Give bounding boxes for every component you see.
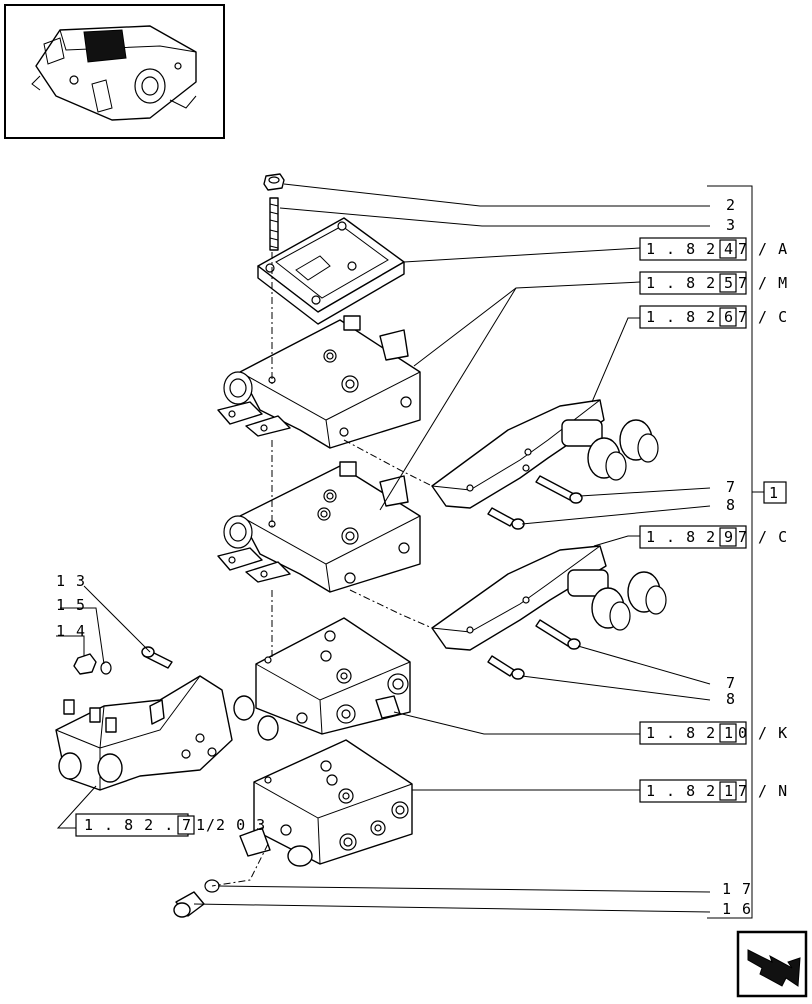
reference-1-82-67-C[interactable]: 1 . 8 2 6 7 / C (639, 305, 788, 329)
callout-labels: 2 3 7 8 7 8 1 3 1 5 1 4 1 7 1 6 (56, 196, 752, 918)
reference-boxed-digit (719, 723, 737, 743)
svg-text:0 / K: 0 / K (738, 724, 788, 742)
part-control-valve-block (55, 675, 233, 791)
callout-2: 2 (726, 196, 736, 214)
svg-text:1 . 8 2: 1 . 8 2 (646, 308, 716, 326)
svg-text:5: 5 (724, 274, 734, 292)
callout-13: 1 3 (56, 572, 86, 590)
part-valve-section-bottom (239, 739, 413, 867)
callout-7-upper: 7 (726, 478, 736, 496)
reference-1-82-71-203[interactable]: 1 . 8 2 . 7 1/2 0 3 (75, 813, 266, 837)
svg-text:7 / C: 7 / C (738, 308, 788, 326)
part-plug-14 (73, 653, 112, 675)
svg-text:1 . 8 2: 1 . 8 2 (646, 724, 716, 742)
reference-boxed-digit (719, 527, 737, 547)
assembly-number: 1 (769, 484, 779, 502)
assembly-bracket: 1 (707, 185, 787, 919)
reference-boxed-digit (719, 307, 737, 327)
svg-text:7 / A: 7 / A (738, 240, 788, 258)
callout-17: 1 7 (722, 880, 752, 898)
svg-text:4: 4 (724, 240, 734, 258)
callout-8-upper: 8 (726, 496, 736, 514)
svg-text:9: 9 (724, 528, 734, 546)
svg-text:1 . 8 2: 1 . 8 2 (646, 274, 716, 292)
next-page-arrow-icon (747, 949, 801, 987)
part-screw-13 (141, 646, 173, 669)
part-stud (269, 197, 279, 251)
part-valve-section-middle (217, 461, 421, 593)
svg-text:1: 1 (724, 724, 734, 742)
svg-text:1 . 8 2: 1 . 8 2 (646, 528, 716, 546)
reference-1-82-10-K[interactable]: 1 . 8 2 1 0 / K (639, 721, 788, 745)
svg-text:7: 7 (182, 816, 192, 834)
reference-boxed-digit (719, 239, 737, 259)
reference-1-82-17-N[interactable]: 1 . 8 2 1 7 / N (639, 779, 788, 803)
valve-assembly-thumbnail-icon (31, 25, 197, 121)
next-page-button[interactable] (736, 930, 808, 998)
svg-text:1 . 8 2: 1 . 8 2 (646, 240, 716, 258)
part-nut (263, 173, 285, 191)
svg-text:7 / M: 7 / M (738, 274, 788, 292)
callout-8-lower: 8 (726, 690, 736, 708)
callout-7-lower: 7 (726, 674, 736, 692)
part-cover-plate (257, 217, 405, 325)
alignment-center-lines (211, 252, 433, 887)
part-valve-section-upper (217, 315, 421, 449)
svg-text:7 / N: 7 / N (738, 782, 788, 800)
reference-boxed-digit (719, 273, 737, 293)
leader-lines (56, 183, 711, 913)
assembly-number-box (763, 481, 787, 504)
svg-text:1 . 8 2 .: 1 . 8 2 . (84, 816, 174, 834)
reference-boxed-digit (177, 815, 195, 835)
part-screws-lower (487, 619, 581, 680)
svg-text:1/2 0 3: 1/2 0 3 (196, 816, 266, 834)
reference-1-82-47-A[interactable]: 1 . 8 2 4 7 / A (639, 237, 788, 261)
thumbnail-frame[interactable] (4, 4, 225, 139)
svg-text:7 / C: 7 / C (738, 528, 788, 546)
svg-text:1 . 8 2: 1 . 8 2 (646, 782, 716, 800)
callout-16: 1 6 (722, 900, 752, 918)
svg-text:1: 1 (724, 782, 734, 800)
part-plug-16 (173, 891, 205, 918)
callout-15: 1 5 (56, 596, 86, 614)
part-coupler-bracket-upper (431, 399, 659, 509)
callout-14: 1 4 (56, 622, 86, 640)
reference-boxed-digit (719, 781, 737, 801)
part-valve-section-lower (233, 617, 411, 741)
svg-text:6: 6 (724, 308, 734, 326)
part-coupler-bracket-lower (431, 545, 667, 651)
reference-1-82-57-M[interactable]: 1 . 8 2 5 7 / M (639, 271, 788, 295)
reference-1-82-97-C[interactable]: 1 . 8 2 9 7 / C (639, 525, 788, 549)
callout-3: 3 (726, 216, 736, 234)
part-screws-upper (487, 475, 583, 530)
